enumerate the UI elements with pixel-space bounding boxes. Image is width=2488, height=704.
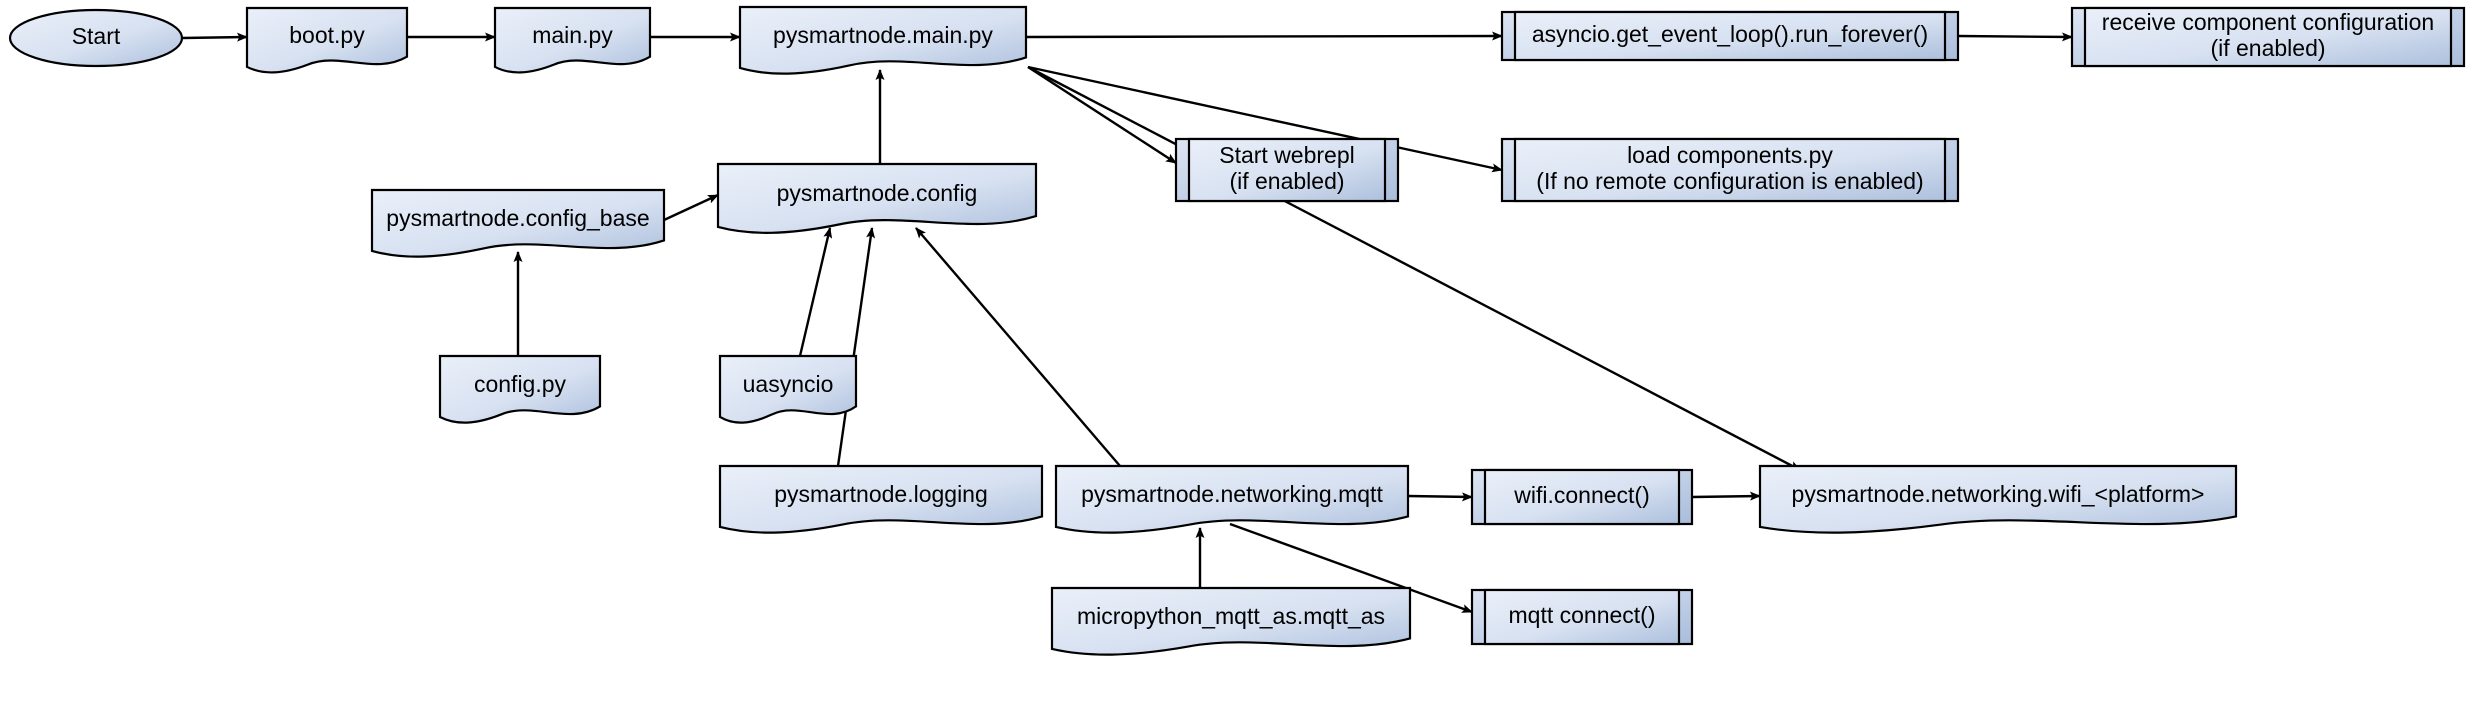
node-label: receive component configuration [2102,9,2434,35]
node-shape-document [370,188,666,258]
node-label: (if enabled) [1229,168,1344,194]
edge-psnmain-to-wifiplat [1027,65,1801,472]
node-shape-document [493,6,652,74]
node-label: micropython_mqtt_as.mqtt_as [1077,603,1385,629]
edge-mqttmod-to-mqttconnect [1229,522,1473,614]
node-inner-panel [1513,137,1947,203]
node-uasyncio[interactable]: uasyncio [718,354,858,424]
node-psnmain[interactable]: pysmartnode.main.py [738,5,1028,75]
node-label: asyncio.get_event_loop().run_forever() [1532,21,1928,47]
edge-psnmain-to-runforever [1025,31,1503,41]
node-receivecfg[interactable]: receive component configuration(if enabl… [2070,6,2466,68]
node-webrepl[interactable]: Start webrepl(if enabled) [1174,137,1400,203]
node-inner-panel [1483,468,1681,526]
edge-layer [181,31,2073,614]
node-shape-document [716,162,1038,234]
node-label: boot.py [289,22,365,48]
node-label: pysmartnode.networking.mqtt [1081,481,1383,507]
edge-mqttmod-to-config [915,227,1121,467]
node-label: config.py [474,371,567,397]
node-shape-document [718,354,858,424]
node-mainpy[interactable]: main.py [493,6,652,74]
node-wificonnect[interactable]: wifi.connect() [1470,468,1694,526]
node-loadcomp[interactable]: load components.py(If no remote configur… [1500,137,1960,203]
node-shape-document [1050,586,1412,656]
node-configbase[interactable]: pysmartnode.config_base [370,188,666,258]
node-label: Start [72,23,121,49]
node-shape-ellipse [8,8,184,68]
node-label: load components.py [1627,142,1833,168]
node-configpy[interactable]: config.py [438,354,602,424]
node-label: pysmartnode.logging [774,481,988,507]
node-layer: Start boot.py main.py pysmartnode.main.py as… [8,5,2466,656]
node-shape-document [718,464,1044,534]
node-label: wifi.connect() [1513,482,1649,508]
edge-configbase-to-config [663,193,719,222]
node-wifiplat[interactable]: pysmartnode.networking.wifi_<platform> [1758,464,2238,534]
node-mqttconnect[interactable]: mqtt connect() [1470,588,1694,646]
edge-runforever-to-receivecfg [1957,32,2073,42]
node-logging[interactable]: pysmartnode.logging [718,464,1044,534]
node-inner-panel [1483,588,1681,646]
node-shape-document [1054,464,1410,534]
edge-logging-to-config [836,227,876,467]
edge-wificonnect-to-wifiplat [1691,491,1761,501]
node-label: mqtt connect() [1509,602,1656,628]
node-config[interactable]: pysmartnode.config [716,162,1038,234]
node-mqttas[interactable]: micropython_mqtt_as.mqtt_as [1050,586,1412,656]
node-start[interactable]: Start [8,8,184,68]
edge-mqttmod-to-wificonnect [1407,492,1473,502]
node-boot[interactable]: boot.py [245,6,409,74]
node-mqttmod[interactable]: pysmartnode.networking.mqtt [1054,464,1410,534]
edge-start-to-boot [181,32,248,42]
edge-psnmain-to-webrepl [1027,65,1177,165]
edge-psnmain-to-loadcomp [1027,65,1503,173]
node-inner-panel [2083,6,2453,68]
node-label: main.py [532,22,613,48]
node-shape-document [738,5,1028,75]
node-label: pysmartnode.networking.wifi_<platform> [1792,481,2205,507]
node-shape-document [1758,464,2238,534]
node-label: (If no remote configuration is enabled) [1536,168,1923,194]
node-label: pysmartnode.main.py [773,22,993,48]
node-runforever[interactable]: asyncio.get_event_loop().run_forever() [1500,10,1960,62]
node-label: Start webrepl [1219,142,1355,168]
node-inner-panel [1513,10,1947,62]
node-shape-document [245,6,409,74]
node-label: uasyncio [743,371,834,397]
node-shape-document [438,354,602,424]
node-label: pysmartnode.config_base [386,205,649,231]
node-label: pysmartnode.config [777,180,978,206]
node-inner-panel [1187,137,1387,203]
edge-uasyncio-to-config [798,227,833,357]
node-label: (if enabled) [2210,35,2325,61]
